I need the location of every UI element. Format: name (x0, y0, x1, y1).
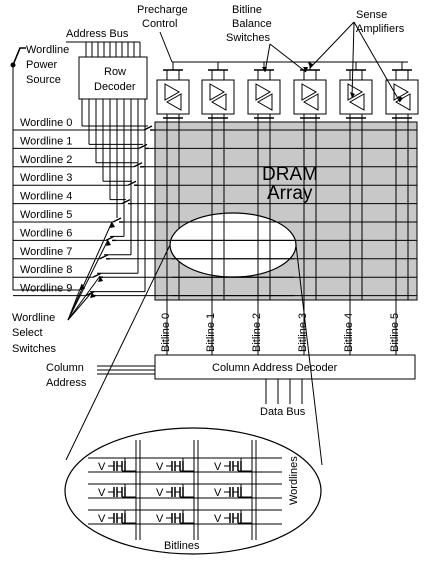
sense-amp-callout (351, 21, 355, 99)
dram-array-label-line2: Array (267, 183, 313, 204)
select-callout-arrowhead (90, 292, 95, 298)
select-callout-arrowhead (98, 276, 103, 282)
wordline-label: Wordline 2 (20, 154, 72, 166)
sense-amp-triangle (256, 93, 273, 111)
cell-voltage-label: V (156, 513, 164, 525)
sense-amp-triangle (348, 93, 365, 111)
column-address-label-line1: Column (46, 362, 84, 374)
wordline-select-switch (92, 272, 102, 278)
cell-voltage-label: V (156, 487, 164, 499)
wordline-select-switch (143, 125, 153, 131)
wordline-power-label-line3: Source (26, 74, 61, 86)
bitline-label: Bitline 2 (251, 313, 263, 352)
row-decoder-label-line1: Row (104, 66, 126, 78)
wordline-label: Wordline 8 (20, 264, 72, 276)
sense-amp-triangle (301, 83, 318, 101)
sense-amp-triangle (302, 93, 319, 111)
wordline-label: Wordline 7 (20, 246, 72, 258)
dram-array-label-line1: DRAM (262, 164, 318, 185)
inset-wordlines-label: Wordlines (288, 456, 300, 505)
select-callout-arrowhead (106, 240, 111, 246)
zoom-line-left (65, 244, 171, 461)
select-callout-line (67, 239, 109, 321)
wordline-select-label-line3: Switches (12, 343, 57, 355)
wordline-select-switch (99, 254, 109, 260)
wordline-select-switch (127, 180, 137, 186)
bitline-label: Bitline 3 (297, 313, 309, 352)
sense-amp-arrowhead (398, 96, 403, 102)
wordline-select-switch (133, 162, 143, 168)
balance-arrowhead (262, 67, 267, 72)
wordline-power-label-line2: Power (26, 59, 58, 71)
wordline-label: Wordline 9 (20, 283, 72, 295)
cell-voltage-label: V (214, 513, 222, 525)
column-decoder-box (154, 354, 416, 380)
column-address-label-line2: Address (46, 377, 87, 389)
sense-amp-triangle (210, 93, 227, 111)
wordline-label: Wordline 3 (20, 172, 72, 184)
wordline-select-switch (121, 198, 131, 205)
bitline-balance-label-line2: Balance (232, 18, 272, 30)
sense-amp-box (201, 79, 235, 115)
sense-amp-triangle (164, 83, 181, 101)
wordline-select-switch (105, 235, 115, 242)
sense-amp-arrowhead (308, 62, 313, 68)
row-decoder-box (78, 56, 148, 100)
wordline-select-switch (138, 143, 148, 150)
wordline-label: Wordline 0 (20, 117, 72, 129)
wordline-label: Wordline 4 (20, 191, 72, 203)
zoom-line-right (295, 244, 323, 466)
precharge-label-line2: Control (142, 18, 177, 30)
wordline-label: Wordline 1 (20, 135, 72, 147)
sense-amp-box (339, 79, 373, 115)
wordline-power-label-line1: Wordline (26, 44, 69, 56)
cell-voltage-label: V (214, 461, 222, 473)
cell-voltage-label: V (214, 487, 222, 499)
row-decoder-label-line2: Decoder (94, 81, 136, 93)
cell-voltage-label: V (156, 461, 164, 473)
wordline-select-label-line2: Select (12, 327, 43, 339)
cell-voltage-label: V (98, 461, 106, 473)
balance-callout (269, 43, 307, 73)
sense-amplifiers-label-line2: Amplifiers (356, 23, 405, 35)
column-decoder-label: Column Address Decoder (212, 362, 338, 374)
sense-amp-triangle (255, 83, 272, 101)
sense-amp-box (293, 79, 327, 115)
bitline-label: Bitline 5 (389, 313, 401, 352)
balance-arrowhead (303, 67, 308, 72)
bitline-label: Bitline 1 (205, 313, 217, 352)
sense-amp-triangle (165, 93, 182, 111)
sense-amplifiers-label-line1: Sense (356, 9, 387, 21)
inset-bitlines-label: Bitlines (164, 540, 200, 552)
bitline-label: Bitline 4 (343, 313, 355, 352)
wordline-select-label-line1: Wordline (12, 312, 55, 324)
sense-amp-box (247, 79, 281, 115)
bitline-balance-label-line3: Switches (226, 32, 271, 44)
data-bus-label: Data Bus (260, 406, 306, 418)
wordline-label: Wordline 6 (20, 227, 72, 239)
select-callout-arrowhead (110, 222, 115, 228)
sense-amp-callout (309, 21, 355, 69)
wordline-label: Wordline 5 (20, 209, 72, 221)
bitline-label: Bitline 0 (160, 313, 172, 352)
sense-amp-box (156, 79, 190, 115)
cell-voltage-label: V (98, 487, 106, 499)
precharge-label-line1: Precharge (137, 4, 188, 16)
sense-amp-box (385, 79, 419, 115)
sense-amp-triangle (209, 83, 226, 101)
precharge-callout (159, 31, 173, 63)
select-callout-line (67, 221, 113, 321)
sense-amp-callout (353, 21, 401, 103)
bitline-balance-label-line1: Bitline (232, 4, 262, 16)
cell-voltage-label: V (98, 513, 106, 525)
array-zoom-ellipse (169, 212, 297, 278)
select-callout-line (67, 275, 101, 321)
address-bus-label: Address Bus (66, 28, 129, 40)
sense-amp-arrowhead (350, 92, 355, 98)
wordline-select-switch (112, 217, 122, 223)
